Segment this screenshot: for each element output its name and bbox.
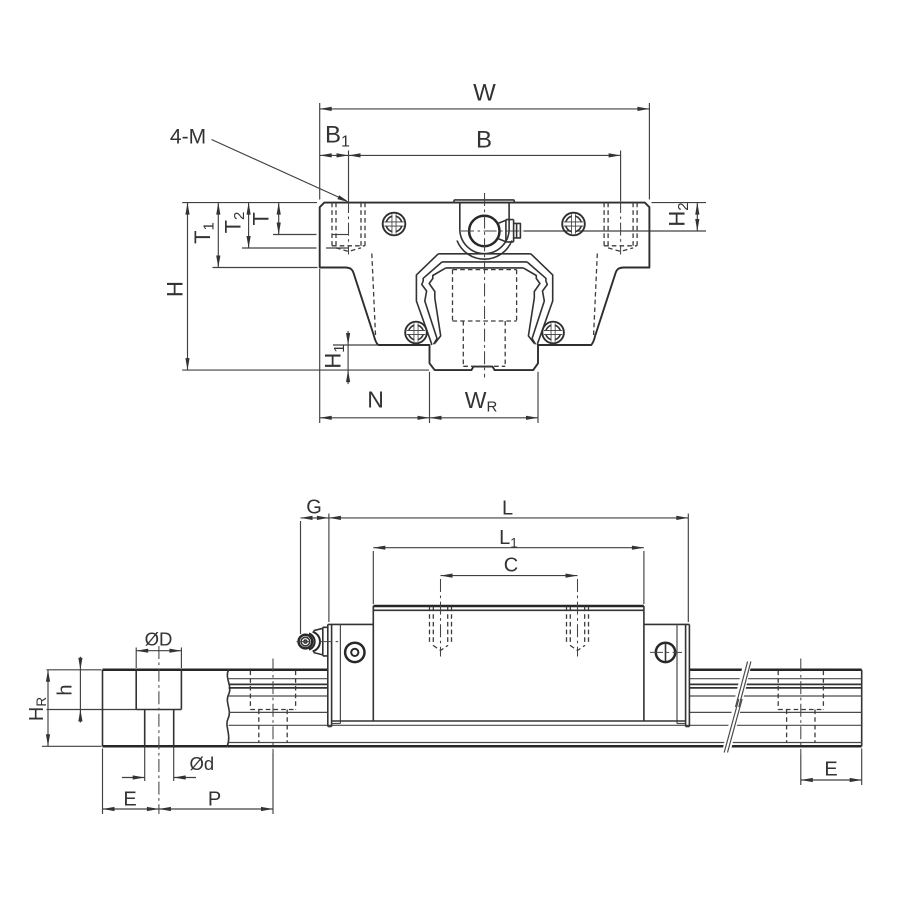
svg-text:H: H bbox=[163, 281, 188, 297]
svg-text:L: L bbox=[502, 498, 513, 520]
svg-text:B: B bbox=[476, 127, 492, 154]
svg-text:W: W bbox=[473, 80, 496, 107]
svg-text:E: E bbox=[824, 759, 837, 781]
svg-text:Ød: Ød bbox=[190, 753, 215, 774]
svg-text:C: C bbox=[504, 555, 518, 577]
svg-text:h: h bbox=[55, 684, 77, 695]
svg-text:E: E bbox=[123, 789, 136, 811]
svg-text:T: T bbox=[249, 212, 274, 225]
svg-text:G: G bbox=[306, 497, 322, 519]
svg-text:N: N bbox=[367, 387, 384, 413]
svg-text:4-M: 4-M bbox=[170, 126, 206, 149]
svg-text:ØD: ØD bbox=[145, 629, 173, 650]
svg-text:P: P bbox=[208, 789, 221, 811]
